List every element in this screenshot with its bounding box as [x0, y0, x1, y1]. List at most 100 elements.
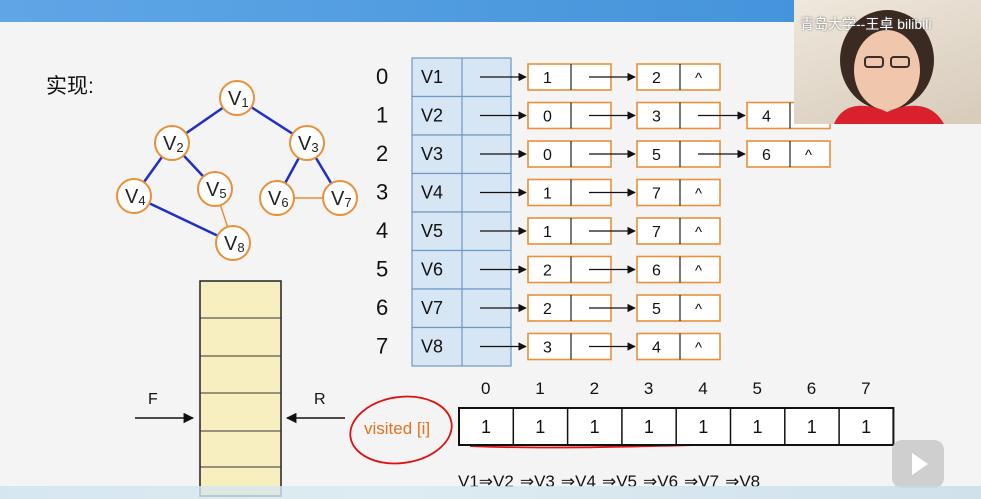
list-node-value: 2: [652, 70, 661, 87]
visited-index: 2: [590, 379, 599, 398]
row-index: 3: [376, 180, 388, 205]
tree-node-subscript: 5: [219, 186, 226, 201]
list-node: 6^: [636, 255, 721, 284]
tree-node-letter: V: [228, 88, 242, 110]
list-node-value: 5: [652, 301, 661, 318]
tree-node-circle: [219, 80, 255, 116]
tree-node-v3: V3: [289, 125, 325, 161]
tree-node-letter: V: [298, 133, 312, 155]
null-pointer: ^: [695, 70, 702, 87]
visited-index: 0: [481, 379, 490, 398]
tree-node-label: V2: [163, 133, 184, 155]
row-index: 2: [376, 141, 388, 166]
tree-node-v4: V4: [116, 178, 152, 214]
list-node-value: 2: [543, 263, 552, 280]
visited-index: 7: [861, 379, 870, 398]
visited-value: 1: [698, 417, 708, 437]
list-node: 6^: [746, 140, 831, 168]
progress-strip: [0, 486, 981, 499]
tree-node-letter: V: [224, 233, 238, 255]
queue: F R: [135, 280, 345, 497]
edge-v4-v8: [133, 194, 234, 245]
visited-index: 4: [698, 379, 707, 398]
row-index: 0: [376, 64, 388, 89]
visited-value: 1: [861, 417, 871, 437]
tree-node-circle: [322, 180, 358, 216]
tree-node-v8: V8: [215, 225, 251, 261]
section-title: 实现:: [46, 75, 94, 98]
list-node: 5^: [636, 294, 721, 322]
tree-node-label: V3: [298, 133, 319, 155]
row-index: 4: [376, 218, 388, 243]
visited-value: 1: [753, 417, 763, 437]
tree-node-circle: [289, 125, 325, 161]
tree-node-label: V6: [268, 188, 289, 210]
row-index: 6: [376, 295, 388, 320]
head-label: V4: [421, 183, 443, 203]
head-label: V6: [421, 260, 443, 280]
row-index: 5: [376, 257, 388, 282]
list-node-box: [746, 140, 831, 168]
list-node-value: 0: [543, 109, 552, 126]
tree-node-label: V5: [206, 179, 227, 201]
list-node: 1: [527, 217, 636, 245]
list-node: 3: [527, 332, 636, 361]
queue-slots: [200, 317, 281, 468]
tree-node-letter: V: [125, 186, 139, 208]
visited-index: 1: [535, 379, 544, 398]
tree-node-subscript: 6: [281, 195, 288, 210]
visited-label-circle: [349, 395, 453, 465]
null-pointer: ^: [695, 301, 702, 318]
row-index: 1: [376, 103, 388, 128]
visited-value: 1: [535, 417, 545, 437]
head-label: V7: [421, 298, 443, 318]
list-node-value: 1: [543, 70, 552, 87]
list-node: 5: [636, 140, 746, 168]
head-label: V8: [421, 337, 443, 357]
tree-edges: [132, 96, 342, 245]
list-node-box: [636, 332, 721, 361]
tree-node-subscript: 4: [138, 193, 145, 208]
visited-value: 1: [807, 417, 817, 437]
tree-node-subscript: 1: [241, 95, 248, 110]
visited-value: 1: [644, 417, 654, 437]
tree-node-letter: V: [163, 133, 177, 155]
list-node: 1: [527, 63, 636, 91]
list-node-value: 6: [652, 263, 661, 280]
list-node-value: 3: [543, 340, 552, 357]
tree-node-letter: V: [268, 188, 282, 210]
tree-node-circle: [154, 125, 190, 161]
null-pointer: ^: [805, 147, 812, 164]
list-node-box: [636, 178, 721, 207]
tree-node-circle: [116, 178, 152, 214]
list-node: 1: [527, 178, 636, 207]
list-node-box: [527, 332, 612, 361]
tree-node-v6: V6: [259, 180, 295, 216]
tree-node-v2: V2: [154, 125, 190, 161]
null-pointer: ^: [695, 263, 702, 280]
list-node: 7^: [636, 178, 721, 207]
tree-node-subscript: 3: [311, 140, 318, 155]
visited-label: visited [i]: [364, 419, 430, 438]
list-node-value: 0: [543, 147, 552, 164]
null-pointer: ^: [695, 224, 702, 241]
tree-node-v5: V5: [197, 171, 233, 207]
head-label: V2: [421, 106, 443, 126]
list-node-box: [636, 255, 721, 284]
tree-node-letter: V: [331, 188, 345, 210]
row-index: 7: [376, 334, 388, 359]
queue-body: [199, 280, 282, 497]
list-node-box: [636, 217, 721, 245]
list-node: 2^: [636, 63, 721, 91]
play-button[interactable]: [892, 440, 944, 488]
top-bar: [0, 0, 981, 22]
webcam-overlay: 青岛大学--王卓 bilibili: [794, 0, 981, 124]
list-node: 0: [527, 101, 636, 130]
